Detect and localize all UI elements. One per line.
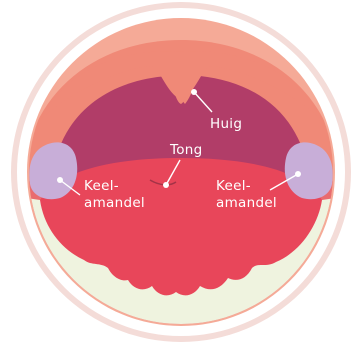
tongue-dot: [163, 182, 169, 188]
left-tonsil-label-line2: amandel: [84, 195, 145, 211]
tongue-label: Tong: [169, 142, 203, 158]
uvula-dot: [191, 89, 197, 95]
right-tonsil-label-line2: amandel: [216, 195, 277, 211]
right-tonsil-dot: [295, 171, 301, 177]
right-tonsil-label-line1: Keel-: [216, 178, 251, 194]
left-tonsil-dot: [57, 177, 63, 183]
left-tonsil-label-line1: Keel-: [84, 178, 119, 194]
uvula-label: Huig: [210, 116, 242, 132]
